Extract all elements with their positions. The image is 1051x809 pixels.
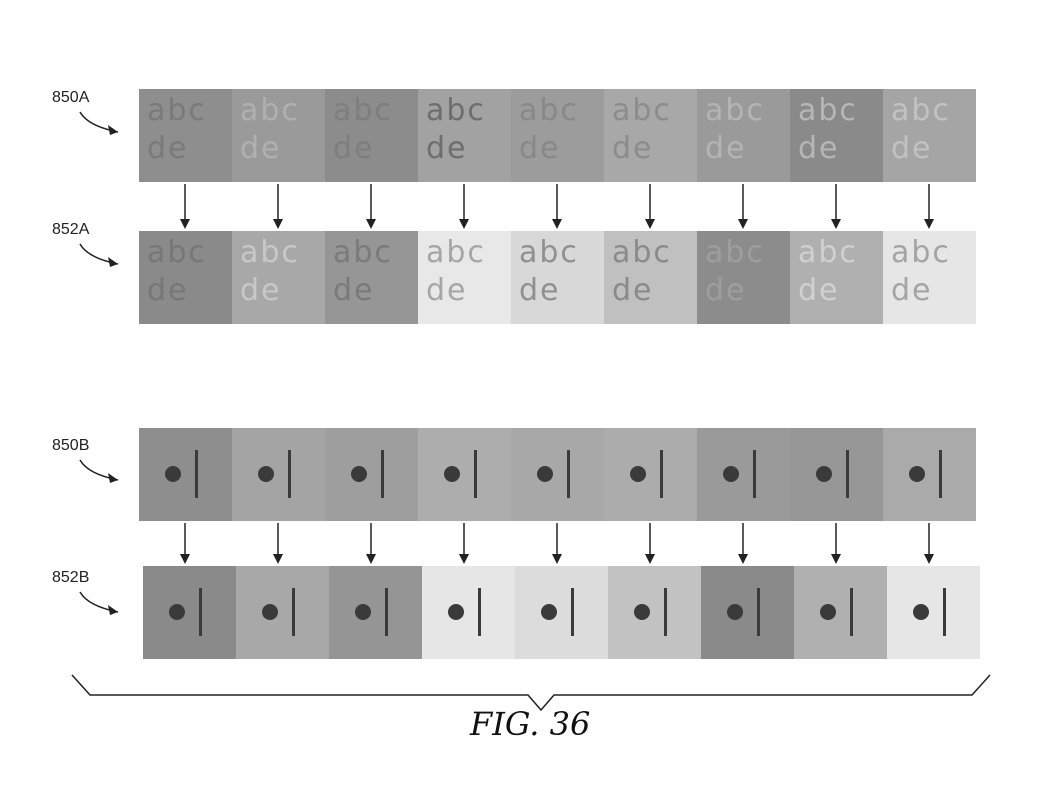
figure-caption: FIG. 36: [470, 705, 640, 743]
